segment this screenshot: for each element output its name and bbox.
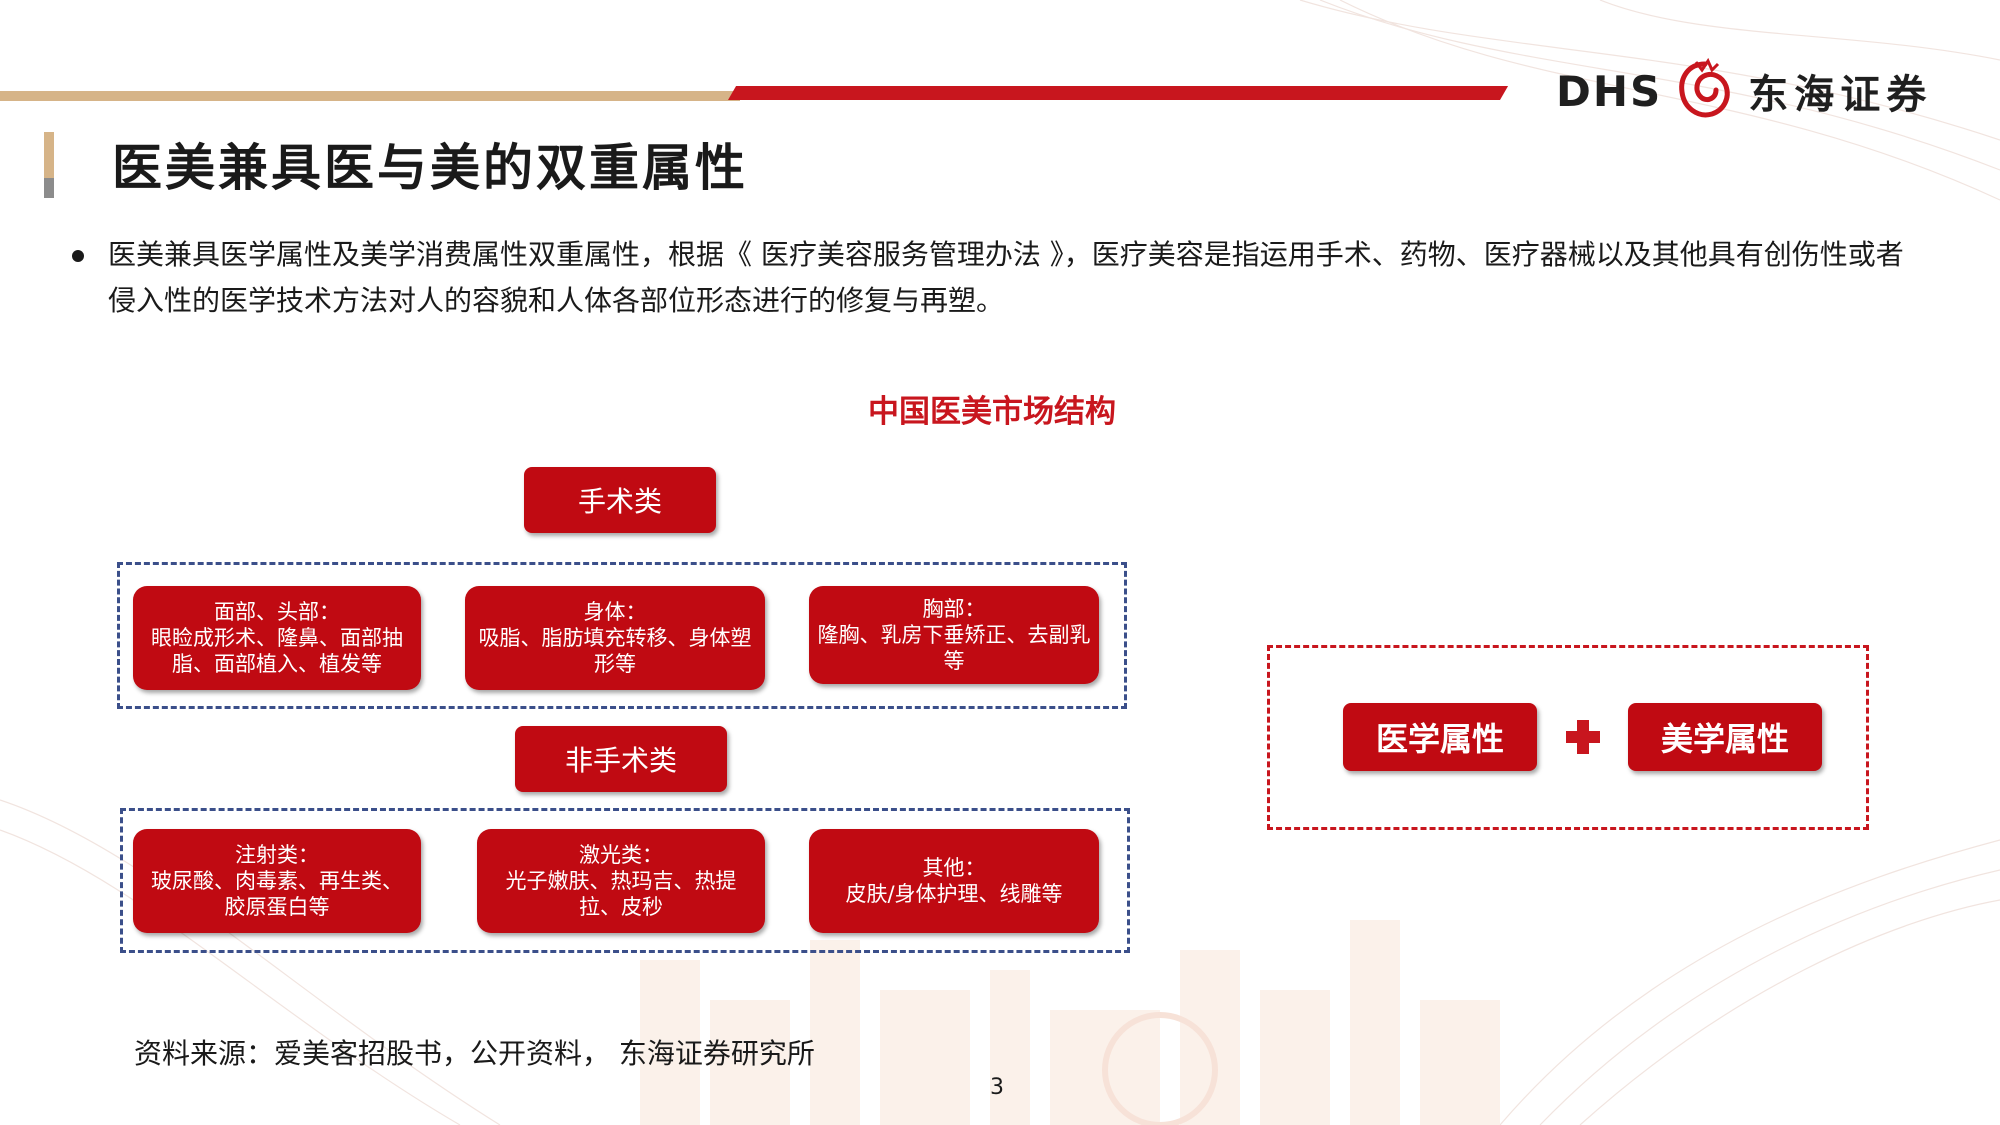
attributes-frame <box>1267 645 1869 830</box>
surgical-item-chest: 胸部： 隆胸、乳房下垂矫正、去副乳等 <box>809 586 1099 684</box>
header-bar-red <box>728 86 1509 100</box>
header-bar-gold <box>0 91 740 101</box>
surgical-category: 手术类 <box>524 467 716 533</box>
plus-icon <box>1566 720 1600 754</box>
intro-bullet-text: 医美兼具医学属性及美学消费属性双重属性，根据《 医疗美容服务管理办法 》，医疗美… <box>108 238 1904 317</box>
dragon-swirl-icon <box>1679 58 1730 118</box>
page-number: 3 <box>990 1075 1004 1100</box>
diagram-title: 中国医美市场结构 <box>868 394 1116 430</box>
company-logo: DHS 东海证券 <box>1556 56 1932 126</box>
medical-attribute-box: 医学属性 <box>1343 703 1537 771</box>
logo-company-name: 东海证券 <box>1748 72 1933 118</box>
non-surgical-item-laser: 激光类： 光子嫩肤、热玛吉、热提拉、皮秒 <box>477 829 765 933</box>
bullet-dot-icon <box>72 250 84 262</box>
surgical-item-face: 面部、头部： 眼睑成形术、隆鼻、面部抽脂、面部植入、植发等 <box>133 586 421 690</box>
intro-bullet: 医美兼具医学属性及美学消费属性双重属性，根据《 医疗美容服务管理办法 》，医疗美… <box>72 232 1904 324</box>
aesthetic-attribute-box: 美学属性 <box>1628 703 1822 771</box>
surgical-item-body: 身体： 吸脂、脂肪填充转移、身体塑形等 <box>465 586 765 690</box>
non-surgical-item-other: 其他： 皮肤/身体护理、线雕等 <box>809 829 1099 933</box>
page-title: 医美兼具医与美的双重属性 <box>112 138 748 197</box>
non-surgical-category: 非手术类 <box>515 726 727 792</box>
non-surgical-item-injection: 注射类： 玻尿酸、肉毒素、再生类、胶原蛋白等 <box>133 829 421 933</box>
source-note: 资料来源：爱美客招股书，公开资料， 东海证券研究所 <box>134 1037 815 1070</box>
logo-dhs-text: DHS <box>1556 66 1663 116</box>
non-surgical-group <box>120 808 1130 953</box>
title-accent-bar <box>44 132 54 198</box>
surgical-group <box>117 562 1127 709</box>
